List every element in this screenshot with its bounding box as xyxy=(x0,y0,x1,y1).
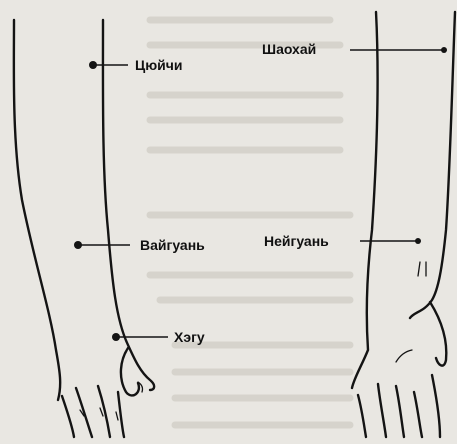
label-tsyuychi: Цюйчи xyxy=(135,57,183,73)
label-vayguan: Вайгуань xyxy=(140,237,205,253)
left-arm-outline xyxy=(14,20,154,437)
point-neyguan: Нейгуань xyxy=(264,233,421,249)
right-arm-outline xyxy=(352,12,455,437)
background-texture xyxy=(150,20,350,425)
label-hegu: Хэгу xyxy=(174,329,205,345)
point-vayguan: Вайгуань xyxy=(74,237,205,253)
label-shaohay: Шаохай xyxy=(262,41,316,57)
point-shaohay: Шаохай xyxy=(262,41,447,57)
label-neyguan: Нейгуань xyxy=(264,233,329,249)
